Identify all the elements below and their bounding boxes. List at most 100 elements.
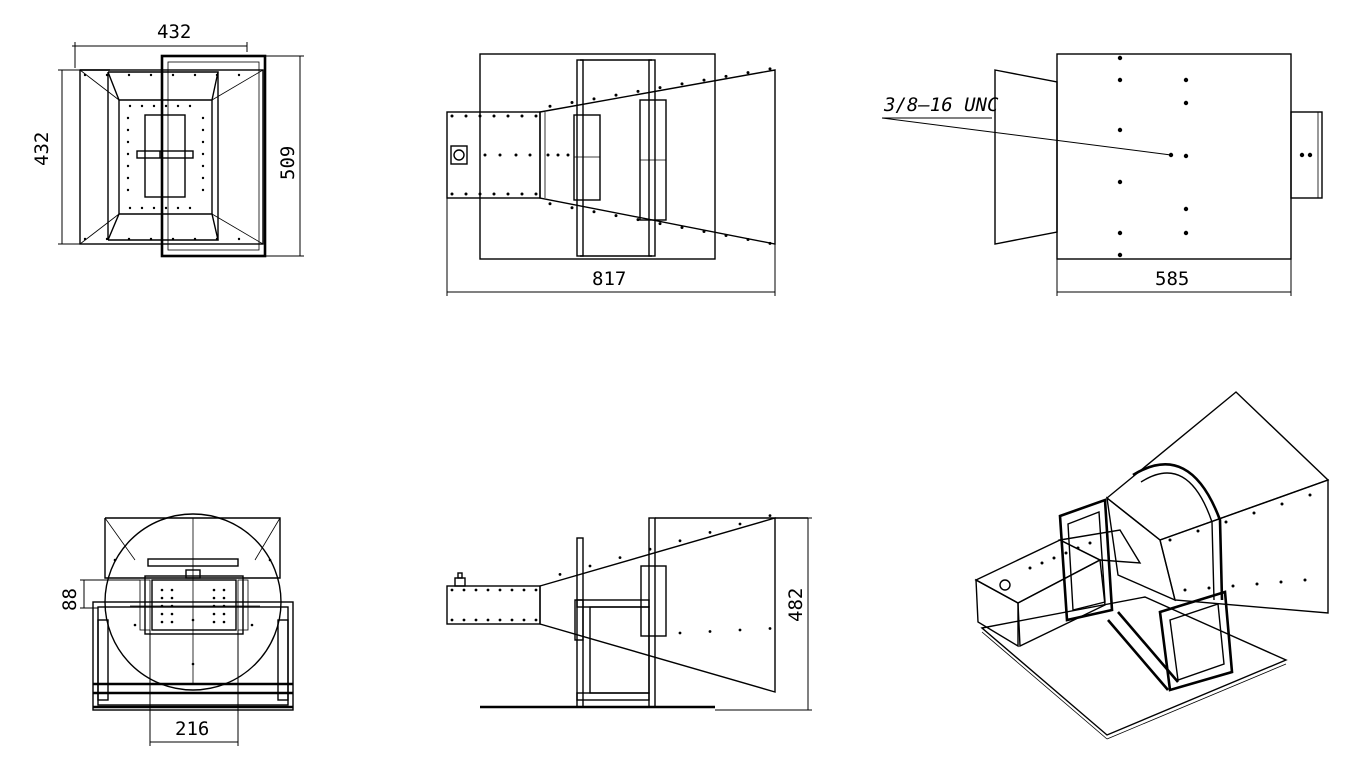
- fastener-hole: [201, 164, 205, 168]
- fastener-hole: [1064, 551, 1068, 555]
- fastener-hole: [222, 620, 226, 624]
- fastener-hole: [1117, 55, 1123, 61]
- fastener-hole: [133, 623, 137, 627]
- fastener-hole: [592, 210, 596, 214]
- fastener-hole: [83, 237, 87, 241]
- iso-waveguide-top: [974, 539, 1102, 604]
- fastener-hole: [160, 604, 164, 608]
- fastener-hole: [768, 67, 772, 71]
- fastener-hole: [126, 116, 130, 120]
- fastener-hole: [492, 114, 496, 118]
- fastener-hole: [558, 573, 562, 576]
- fastener-hole: [126, 140, 130, 144]
- fastener-hole: [126, 128, 130, 132]
- fastener-hole: [105, 73, 109, 77]
- fastener-hole: [1052, 556, 1056, 560]
- fastener-hole: [201, 188, 205, 192]
- fastener-hole: [113, 558, 117, 562]
- fastener-hole: [534, 192, 538, 196]
- fastener-hole: [170, 588, 174, 592]
- fastener-hole: [514, 153, 518, 157]
- fastener-hole: [492, 192, 496, 196]
- fastener-hole: [215, 73, 219, 77]
- fastener-hole: [1183, 588, 1187, 592]
- isometric-view: [974, 391, 1330, 740]
- fastener-hole: [212, 596, 216, 600]
- fastener-hole: [126, 176, 130, 180]
- bottom-dim-length: 585: [1155, 268, 1189, 290]
- bottom-view: 3/8–16 UNC 585: [881, 53, 1323, 296]
- fastener-hole: [1224, 520, 1228, 524]
- fastener-hole: [1183, 230, 1189, 236]
- iso-horn-top: [1105, 391, 1330, 541]
- fastener-hole: [464, 114, 468, 118]
- fastener-hole: [478, 114, 482, 118]
- fastener-hole: [1279, 580, 1283, 584]
- fastener-hole: [237, 237, 241, 241]
- fastener-hole: [127, 237, 131, 241]
- fastener-hole: [1117, 179, 1123, 185]
- fastener-hole: [462, 588, 466, 592]
- front-dim-height: 432: [31, 132, 53, 166]
- side-view-waveguide: [446, 585, 541, 625]
- fastener-hole: [222, 588, 226, 592]
- fastener-hole: [1168, 538, 1172, 542]
- fastener-hole: [534, 588, 538, 592]
- top-view-waveguide: [446, 111, 541, 199]
- fastener-hole: [149, 237, 153, 241]
- fastener-hole: [528, 153, 532, 157]
- fastener-hole: [746, 71, 750, 75]
- bottom-view-horn: [994, 69, 1058, 245]
- fastener-hole: [506, 192, 510, 196]
- fastener-hole: [746, 237, 750, 241]
- fastener-hole: [520, 114, 524, 118]
- fastener-hole: [534, 618, 538, 622]
- fastener-hole: [126, 164, 130, 168]
- front-view-outer-frame: [160, 54, 267, 258]
- fastener-hole: [498, 153, 502, 157]
- fastener-hole: [1299, 152, 1305, 158]
- thread-callout: 3/8–16 UNC: [883, 94, 999, 116]
- fastener-hole: [128, 104, 132, 108]
- fastener-hole: [160, 620, 164, 624]
- fastener-hole: [171, 73, 175, 77]
- top-dim-length: 817: [592, 268, 626, 290]
- fastener-hole: [1117, 127, 1123, 133]
- front-view-aperture: [79, 69, 264, 245]
- rear-view-arc: [104, 513, 282, 691]
- fastener-hole: [450, 192, 454, 196]
- fastener-hole: [1117, 230, 1123, 236]
- bottom-view-base-plate: [1056, 53, 1292, 260]
- fastener-hole: [201, 152, 205, 156]
- rear-view-waveguide: [144, 575, 244, 635]
- fastener-hole: [170, 596, 174, 600]
- iso-base-plate: [980, 596, 1288, 736]
- front-dim-outer: 509: [277, 146, 299, 180]
- fastener-hole: [474, 588, 478, 592]
- front-dim-width: 432: [157, 21, 191, 43]
- fastener-hole: [724, 74, 728, 78]
- top-view: 817: [446, 53, 776, 296]
- fastener-hole: [1207, 586, 1211, 590]
- fastener-hole: [215, 237, 219, 241]
- fastener-hole: [222, 612, 226, 616]
- fastener-hole: [486, 588, 490, 592]
- fastener-hole: [1183, 100, 1189, 106]
- side-view-horn: [539, 517, 776, 693]
- fastener-hole: [636, 89, 640, 93]
- fastener-hole: [520, 192, 524, 196]
- fastener-hole: [83, 73, 87, 77]
- fastener-hole: [680, 82, 684, 86]
- fastener-hole: [510, 618, 514, 622]
- rear-view: 88 216: [59, 513, 294, 746]
- fastener-hole: [201, 116, 205, 120]
- fastener-hole: [486, 618, 490, 622]
- fastener-hole: [522, 618, 526, 622]
- fastener-hole: [738, 628, 742, 632]
- iso-rear-frame: [1058, 498, 1114, 622]
- fastener-hole: [126, 188, 130, 192]
- fastener-hole: [1076, 546, 1080, 550]
- fastener-hole: [522, 588, 526, 592]
- fastener-hole: [126, 152, 130, 156]
